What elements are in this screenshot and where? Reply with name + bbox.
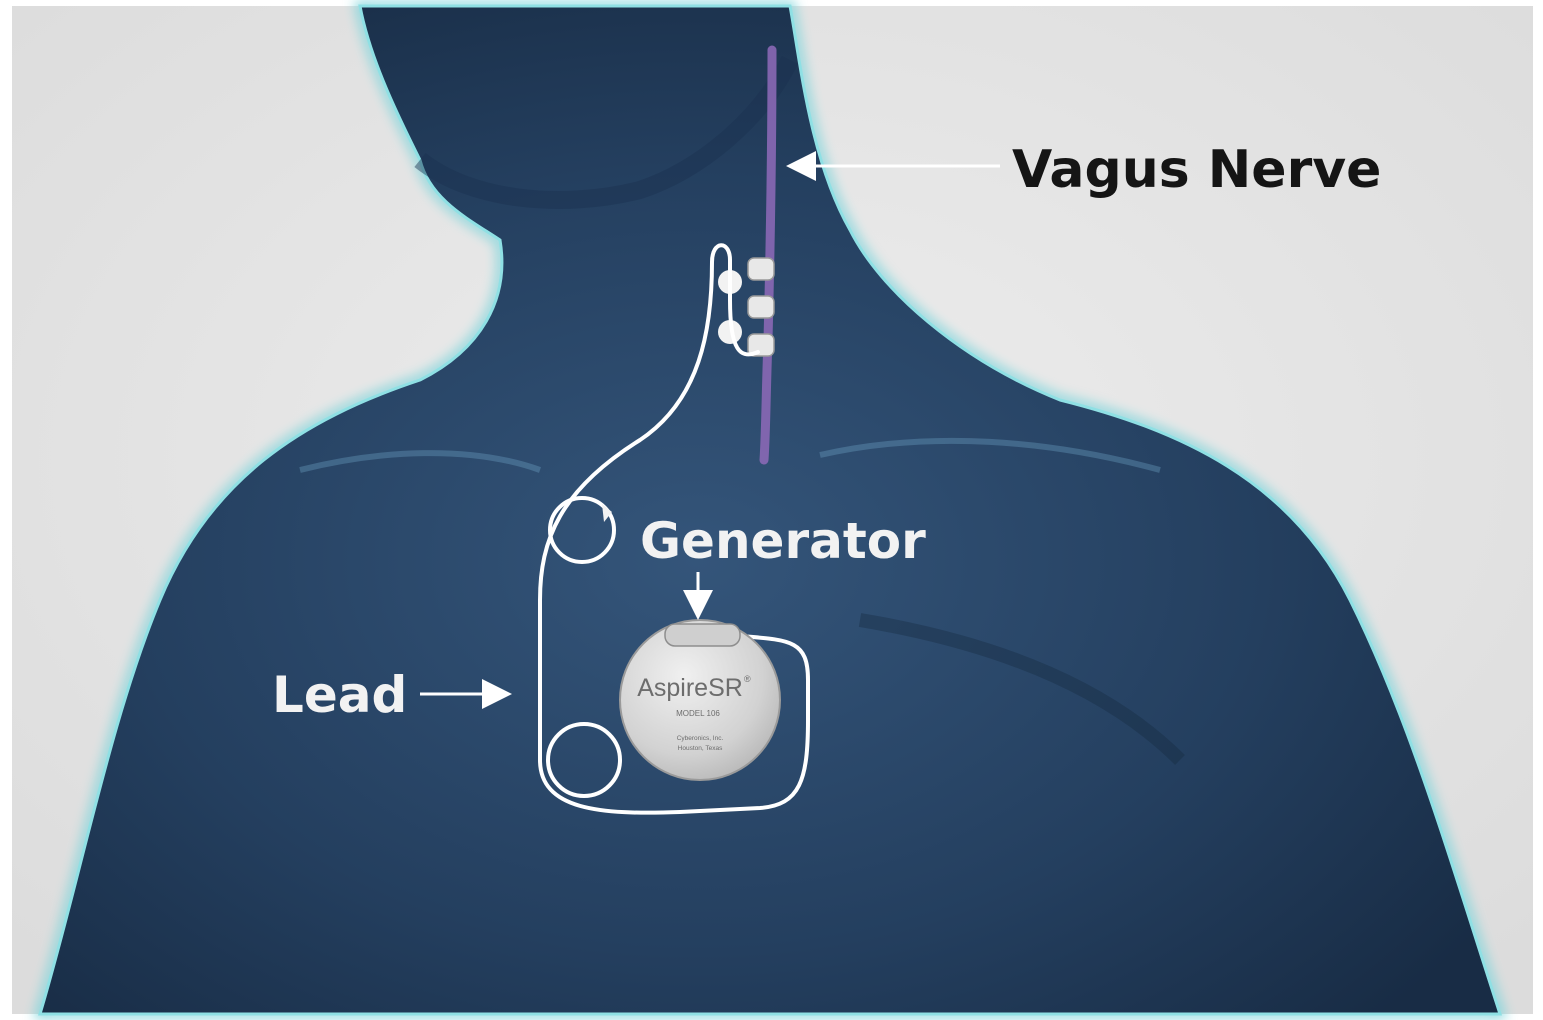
device-trademark: ® bbox=[744, 674, 751, 684]
lead-label: Lead bbox=[272, 666, 407, 724]
device-maker-line1: Cyberonics, Inc. bbox=[677, 735, 724, 742]
device-maker-line2: Houston, Texas bbox=[678, 745, 723, 752]
device-model: MODEL 106 bbox=[676, 709, 720, 718]
generator-device: AspireSR ® MODEL 106 Cyberonics, Inc. Ho… bbox=[620, 620, 780, 780]
generator-label: Generator bbox=[640, 512, 926, 570]
device-header bbox=[665, 624, 740, 646]
vagus-nerve-label: Vagus Nerve bbox=[1012, 140, 1381, 200]
device-brand: AspireSR bbox=[637, 674, 743, 702]
